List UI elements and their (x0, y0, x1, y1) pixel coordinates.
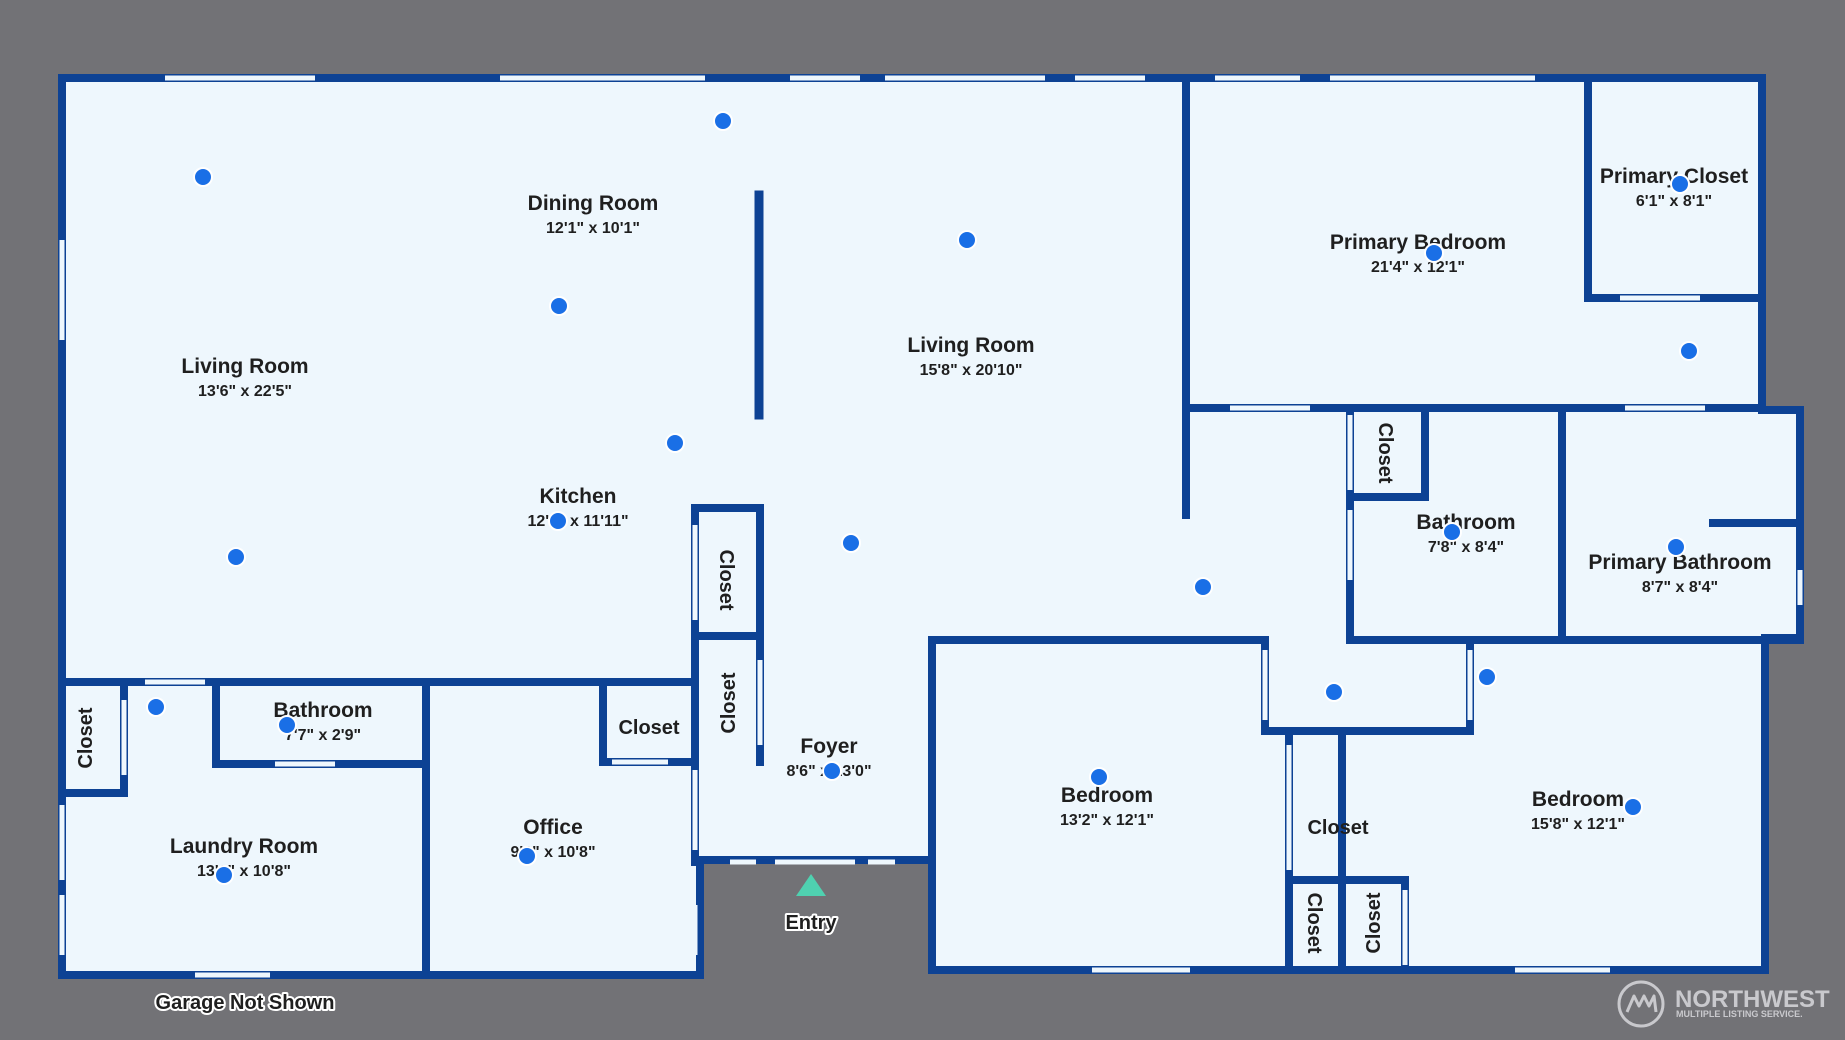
room-name-dining-room: Dining Room (528, 192, 659, 215)
photo-marker[interactable] (1670, 174, 1690, 194)
room-size-primary-bedroom: 21'4" x 12'1" (1371, 259, 1465, 276)
room-name-bedroom-east: Bedroom (1532, 788, 1624, 811)
closet-label-office: Closet (618, 717, 679, 739)
room-name-bathroom-west: Bathroom (273, 699, 372, 722)
photo-marker[interactable] (1193, 577, 1213, 597)
brand-logo: NORTHWEST MULTIPLE LISTING SERVICE. (1617, 980, 1830, 1028)
room-labels: Living Room 13'6" x 22'5" Dining Room 12… (170, 165, 1772, 880)
windows (59, 75, 1803, 978)
photo-marker[interactable] (226, 547, 246, 567)
photo-marker[interactable] (548, 511, 568, 531)
room-size-primary-bathroom: 8'7" x 8'4" (1642, 579, 1718, 596)
closet-label-hall: Closet (1307, 817, 1368, 839)
room-size-primary-closet: 6'1" x 8'1" (1636, 193, 1712, 210)
brand-tagline: MULTIPLE LISTING SERVICE. (1676, 1009, 1803, 1019)
room-size-kitchen: 12'1" x 11'11" (527, 513, 628, 530)
room-name-bedroom-center: Bedroom (1061, 784, 1153, 807)
photo-marker[interactable] (549, 296, 569, 316)
photo-marker[interactable] (1666, 537, 1686, 557)
photo-markers[interactable] (146, 111, 1699, 885)
closet-label-foyer-lower: Closet (718, 672, 740, 733)
closet-label-bath: Closet (1374, 422, 1396, 483)
room-name-living-room-west: Living Room (181, 355, 308, 378)
entry-arrow-icon (796, 874, 826, 896)
closet-label-foyer-upper: Closet (715, 549, 737, 610)
photo-marker[interactable] (1679, 341, 1699, 361)
floor-area (62, 78, 1797, 973)
garage-note: Garage Not Shown (156, 992, 335, 1014)
brand-logo-icon (1617, 980, 1665, 1028)
room-size-bedroom-east: 15'8" x 12'1" (1531, 816, 1625, 833)
room-name-laundry-room: Laundry Room (170, 835, 318, 858)
photo-marker[interactable] (822, 761, 842, 781)
photo-marker[interactable] (841, 533, 861, 553)
room-size-laundry-room: 13'6" x 10'8" (197, 863, 291, 880)
room-size-bathroom-center: 7'8" x 8'4" (1428, 539, 1504, 556)
photo-marker[interactable] (517, 846, 537, 866)
room-size-living-room-center: 15'8" x 20'10" (920, 362, 1023, 379)
room-name-foyer: Foyer (800, 735, 857, 758)
room-name-primary-bedroom: Primary Bedroom (1330, 231, 1506, 254)
photo-marker[interactable] (665, 433, 685, 453)
photo-marker[interactable] (1623, 797, 1643, 817)
closet-label-bedroom-east: Closet (1363, 892, 1385, 953)
photo-marker[interactable] (1324, 682, 1344, 702)
photo-marker[interactable] (193, 167, 213, 187)
photo-marker[interactable] (1477, 667, 1497, 687)
room-name-living-room-center: Living Room (907, 334, 1034, 357)
room-name-bathroom-center: Bathroom (1416, 511, 1515, 534)
photo-marker[interactable] (277, 715, 297, 735)
room-name-kitchen: Kitchen (539, 485, 616, 508)
brand-name: NORTHWEST (1675, 986, 1830, 1013)
room-size-dining-room: 12'1" x 10'1" (546, 220, 640, 237)
photo-marker[interactable] (1089, 767, 1109, 787)
photo-marker[interactable] (713, 111, 733, 131)
room-size-bathroom-west: 7'7" x 2'9" (285, 727, 361, 744)
room-size-living-room-west: 13'6" x 22'5" (198, 383, 292, 400)
photo-marker[interactable] (1442, 522, 1462, 542)
closet-label-laundry: Closet (75, 707, 97, 768)
photo-marker[interactable] (957, 230, 977, 250)
room-size-bedroom-center: 13'2" x 12'1" (1060, 812, 1154, 829)
photo-marker[interactable] (1424, 243, 1444, 263)
entry-label: Entry (785, 912, 837, 934)
photo-marker[interactable] (214, 865, 234, 885)
room-name-primary-bathroom: Primary Bathroom (1588, 551, 1771, 574)
photo-marker[interactable] (146, 697, 166, 717)
closet-label-bedroom-center: Closet (1303, 892, 1325, 953)
closet-labels: Closet Closet Closet Closet Closet Close… (75, 422, 1396, 953)
room-name-office: Office (523, 816, 583, 839)
